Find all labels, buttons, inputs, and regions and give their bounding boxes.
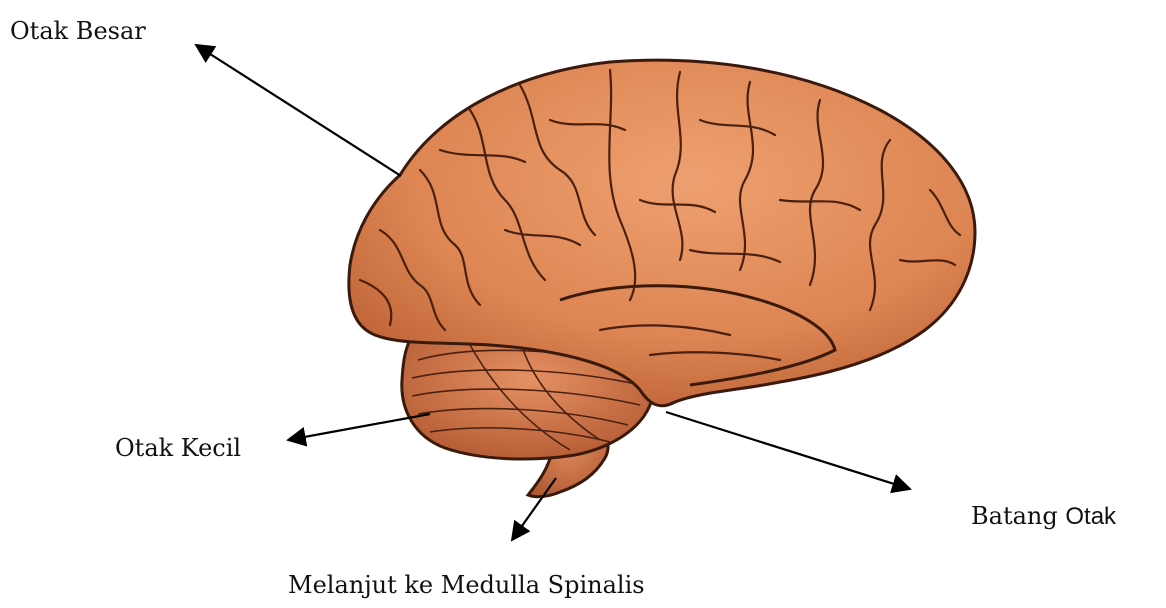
label-batang-word: Batang <box>971 502 1058 530</box>
label-otak-besar: Otak Besar <box>10 19 146 43</box>
label-otak-kecil: Otak Kecil <box>115 436 241 460</box>
arrow-otak-kecil <box>288 414 430 440</box>
arrow-otak-besar <box>196 45 401 176</box>
arrow-batang-otak <box>666 412 910 489</box>
label-batang-otak: Batang Otak <box>971 504 1116 529</box>
label-melanjut-medulla-spinalis: Melanjut ke Medulla Spinalis <box>288 573 645 597</box>
label-otak-word: Otak <box>1065 503 1116 530</box>
